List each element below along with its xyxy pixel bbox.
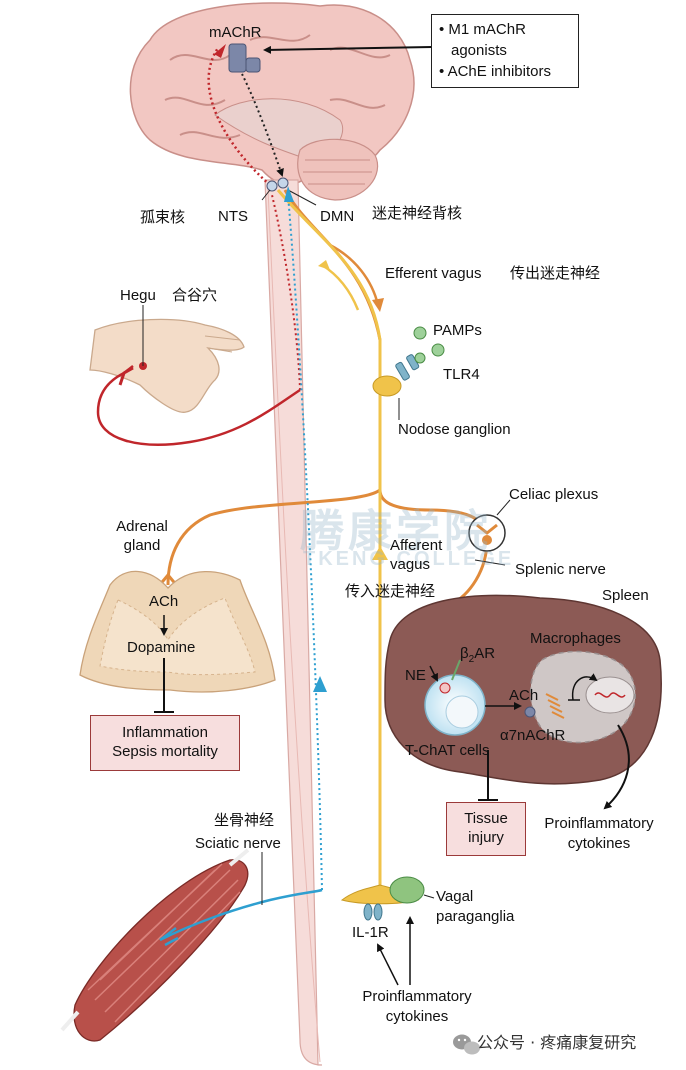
adrenal-label-1: Adrenal bbox=[116, 518, 168, 535]
tissue-line-2: injury bbox=[468, 829, 504, 846]
b2ar-sub: 2 bbox=[468, 654, 475, 665]
drug-item-1-line2: agonists bbox=[451, 42, 507, 59]
paraganglia-label-2: paraganglia bbox=[436, 908, 515, 925]
spinal-cord bbox=[264, 179, 323, 1066]
dopamine-label: Dopamine bbox=[127, 639, 196, 656]
efferent-vagus bbox=[283, 189, 489, 541]
spleen-ach-label: ACh bbox=[509, 687, 539, 704]
vagal-paraganglia bbox=[389, 876, 425, 904]
splenic-nerve-label: Splenic nerve bbox=[515, 561, 606, 578]
a7nachr-label: α7nAChR bbox=[500, 727, 566, 744]
para-cytokines-1: Proinflammatory bbox=[362, 988, 472, 1005]
drug-arrow bbox=[263, 45, 433, 54]
efferent-label: Efferent vagus bbox=[385, 265, 482, 282]
spleen-label: Spleen bbox=[602, 587, 649, 604]
il1r-label: IL-1R bbox=[352, 924, 389, 941]
hand bbox=[89, 318, 245, 413]
dmn-cn-label: 迷走神经背核 bbox=[372, 204, 463, 222]
adrenal-branch bbox=[166, 488, 381, 586]
spleen-cytokines-1: Proinflammatory bbox=[544, 815, 654, 832]
drug-box: • M1 mAChR agonists • AChE inhibitors bbox=[431, 14, 579, 88]
b2ar-main: β bbox=[460, 645, 469, 662]
watermark-cn: 腾康学院 bbox=[300, 506, 492, 557]
celiac-label: Celiac plexus bbox=[509, 486, 599, 503]
nodose-ganglion bbox=[372, 375, 402, 397]
b2ar-tail: AR bbox=[474, 645, 496, 662]
hegu-dotted-path bbox=[271, 194, 301, 391]
tlr4-receptor bbox=[395, 361, 410, 381]
tchat-label: T-ChAT cells bbox=[405, 742, 490, 759]
para-cytokines-2: cytokines bbox=[385, 1008, 449, 1025]
sciatic-nerve bbox=[159, 888, 323, 942]
drug-item-1-line1: • M1 mAChR bbox=[439, 21, 526, 38]
nodose-label: Nodose ganglion bbox=[398, 421, 511, 438]
brain bbox=[129, 2, 415, 201]
nts-cn-label: 孤束核 bbox=[140, 208, 186, 226]
sciatic-label: Sciatic nerve bbox=[195, 835, 281, 852]
inflammation-line-1: Inflammation bbox=[122, 724, 208, 741]
paraganglia-label-1: Vagal bbox=[436, 888, 474, 905]
tlr4-label: TLR4 bbox=[443, 366, 480, 383]
macrophages-label: Macrophages bbox=[530, 630, 621, 647]
inflammation-line-2: Sepsis mortality bbox=[112, 743, 218, 760]
muscle bbox=[60, 848, 250, 1042]
adrenal-label-2: gland bbox=[123, 537, 161, 554]
efferent-cn-label: 传出迷走神经 bbox=[510, 264, 601, 282]
inflammation-box: Inflammation Sepsis mortality bbox=[90, 715, 240, 771]
afferent-cn-label: 传入迷走神经 bbox=[345, 582, 436, 600]
red-dotted-path bbox=[207, 47, 271, 186]
hegu-label: Hegu bbox=[120, 287, 156, 304]
dmn-nucleus bbox=[277, 177, 289, 189]
cerebellum bbox=[297, 138, 379, 201]
b2ar-label: β2AR bbox=[460, 645, 495, 669]
sciatic-cn-label: 坐骨神经 bbox=[214, 811, 275, 829]
drug-item-2: • AChE inhibitors bbox=[439, 63, 551, 80]
dmn-label: DMN bbox=[320, 208, 355, 225]
footer-text: 公众号 · 疼痛康复研究 bbox=[477, 1033, 637, 1052]
ach-molecule bbox=[524, 706, 536, 718]
hegu-nerve bbox=[96, 365, 301, 446]
a7nachr-receptor bbox=[545, 693, 565, 719]
wechat-icon bbox=[453, 1034, 480, 1055]
nts-label: NTS bbox=[218, 208, 248, 225]
pamps-particle bbox=[413, 326, 427, 340]
efferent-arrow bbox=[329, 243, 380, 306]
tissue-injury-box: Tissue injury bbox=[446, 802, 526, 856]
afferent-vagus-upper bbox=[276, 189, 382, 490]
pamps-label: PAMPs bbox=[433, 322, 482, 339]
adrenal-ach-label: ACh bbox=[149, 593, 179, 610]
tissue-line-1: Tissue bbox=[464, 810, 508, 827]
afferent-label-1: Afferent bbox=[390, 537, 443, 554]
machr-label: mAChR bbox=[209, 24, 262, 41]
black-dotted-path bbox=[241, 73, 284, 177]
machr-receptor bbox=[228, 43, 247, 73]
hegu-cn-label: 合谷穴 bbox=[172, 286, 218, 304]
spleen-cytokines-2: cytokines bbox=[567, 835, 631, 852]
il1r-receptor bbox=[363, 903, 373, 921]
watermark-en: TKENG COLLEGE bbox=[303, 548, 515, 570]
ne-label: NE bbox=[405, 667, 426, 684]
afferent-label-2: vagus bbox=[390, 556, 431, 573]
nts-nucleus bbox=[266, 180, 278, 192]
